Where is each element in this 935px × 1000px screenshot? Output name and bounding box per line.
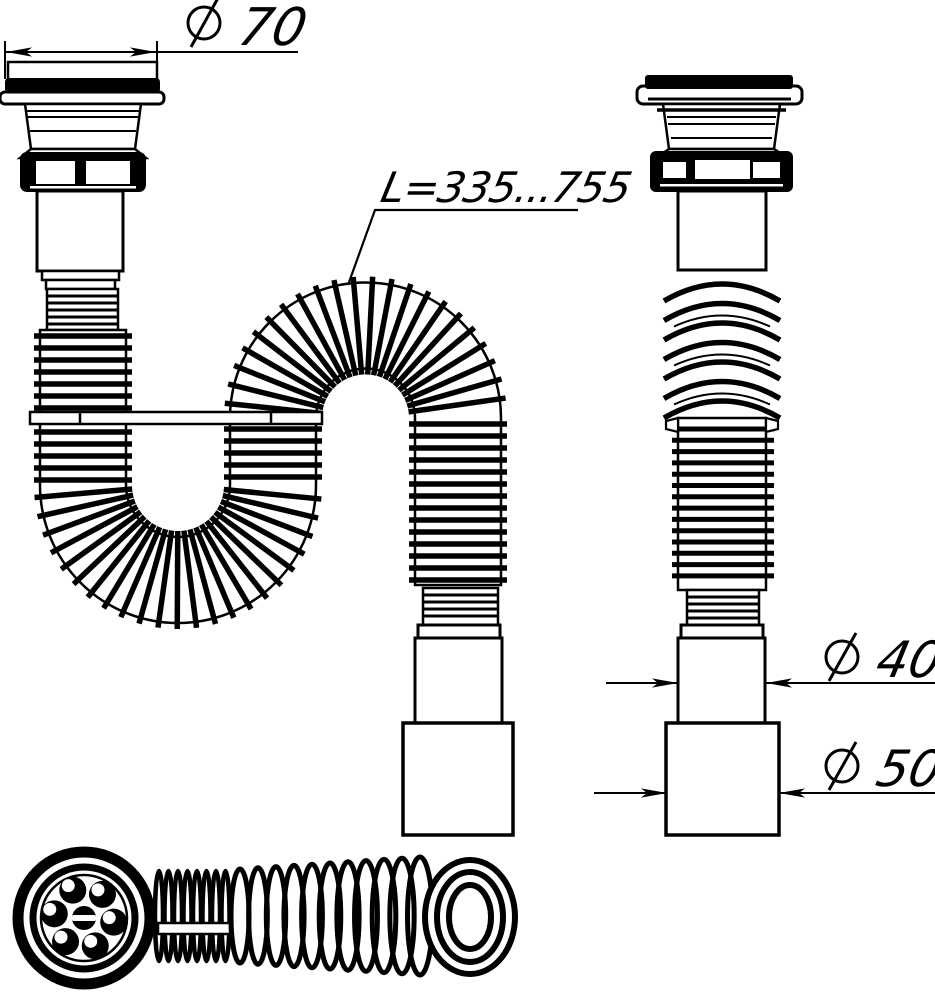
arrowhead <box>641 788 667 798</box>
arrowhead <box>652 678 678 688</box>
arrowhead <box>6 47 32 57</box>
diameter-icon <box>824 741 860 791</box>
dim-value-flange: 70 <box>233 0 312 58</box>
dim-length-label: L=335...755 <box>377 164 635 212</box>
front-bellows <box>34 276 507 630</box>
diameter-icon <box>824 632 860 682</box>
leader-line <box>346 208 578 286</box>
front-fitting <box>0 60 166 332</box>
side-outlet <box>664 588 781 837</box>
annotations: 70 L=335...755 40 50 <box>4 0 935 798</box>
side-view <box>635 75 804 837</box>
top-view-grate <box>12 846 156 990</box>
front-view <box>0 60 515 837</box>
front-tab-bar <box>28 410 324 426</box>
side-fitting <box>635 75 804 272</box>
arrowhead <box>779 788 805 798</box>
top-view-hose <box>152 854 518 978</box>
front-outlet <box>401 586 515 837</box>
arrowhead <box>766 678 792 688</box>
diameter-icon <box>186 0 222 48</box>
arrowhead <box>130 47 156 57</box>
side-bellows <box>662 281 782 592</box>
dim-value-outlet-lower: 50 <box>871 740 935 798</box>
dim-value-outlet-upper: 40 <box>871 631 935 689</box>
top-view <box>12 846 518 990</box>
